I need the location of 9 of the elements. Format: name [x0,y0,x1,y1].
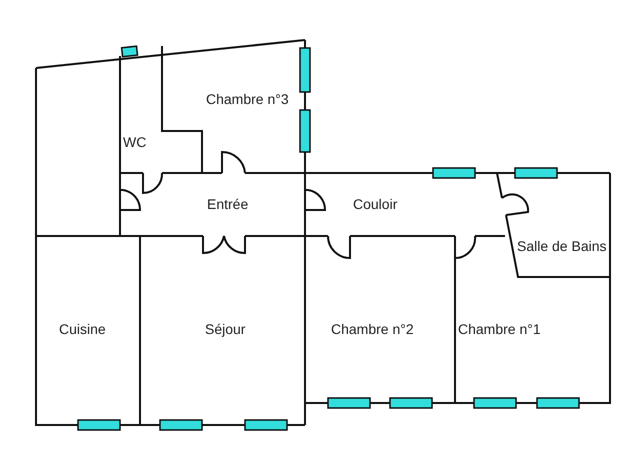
room-label: Séjour [205,321,246,337]
room-label: Cuisine [59,321,106,337]
room-label: Chambre n°3 [206,91,289,107]
room-label: Chambre n°2 [331,321,414,337]
room-label: Couloir [353,196,398,212]
room-label: Entrée [207,196,248,212]
room-label: Salle de Bains [517,238,607,254]
room-label: WC [123,134,146,150]
room-label: Chambre n°1 [458,321,541,337]
